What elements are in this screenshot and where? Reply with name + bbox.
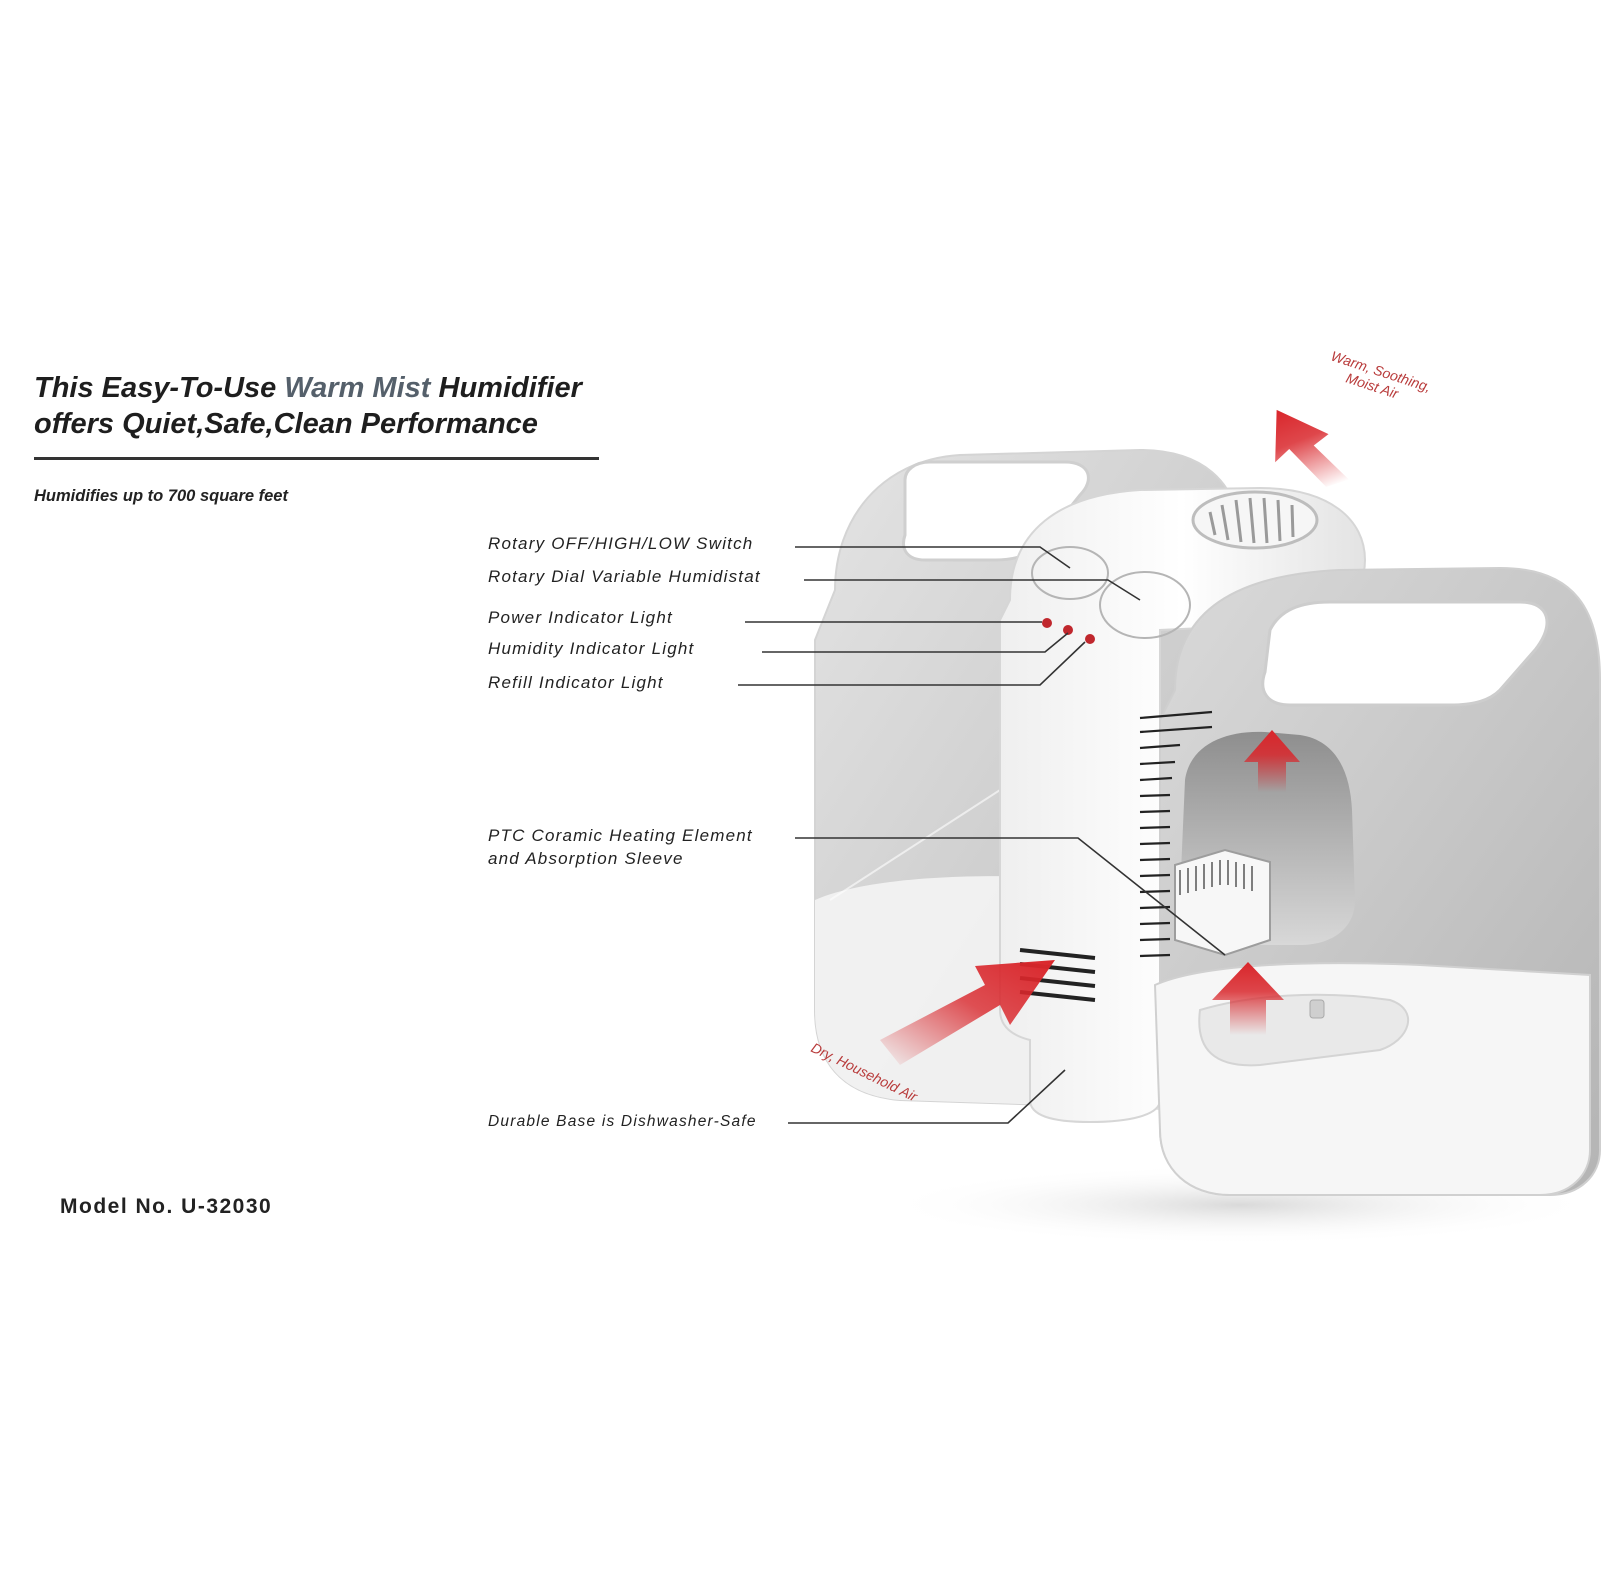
- headline-prefix: This Easy-To-Use: [34, 372, 285, 404]
- headline: This Easy-To-Use Warm Mist Humidifier of…: [34, 370, 654, 442]
- callout-base: Durable Base is Dishwasher-Safe: [488, 1113, 757, 1130]
- right-water-tank: [1139, 566, 1601, 1196]
- callout-refill-light: Refill Indicator Light: [488, 673, 664, 692]
- callout-heating-line1: PTC Coramic Heating Element: [488, 826, 753, 845]
- inner-up-arrow-top: [1244, 730, 1300, 792]
- rotary-switch-dial: [1031, 546, 1109, 600]
- warm-air-out-arrow: [1275, 409, 1350, 487]
- dry-air-in-arrow: [880, 960, 1055, 1065]
- callout-leaders: [738, 546, 1226, 1124]
- power-indicator-light: [1042, 618, 1052, 628]
- coverage-subhead: Humidifies up to 700 square feet: [34, 487, 288, 505]
- model-number: Model No. U-32030: [60, 1195, 273, 1218]
- callout-rotary-switch: Rotary OFF/HIGH/LOW Switch: [488, 534, 754, 553]
- inner-up-arrow-bottom: [1212, 962, 1284, 1035]
- refill-indicator-light: [1085, 634, 1095, 644]
- top-vent: [1191, 490, 1319, 550]
- humidity-indicator-light: [1063, 625, 1073, 635]
- callout-heating-line2: and Absorption Sleeve: [488, 849, 684, 868]
- humidistat-dial: [1099, 571, 1191, 639]
- callout-humidistat: Rotary Dial Variable Humidistat: [488, 567, 761, 586]
- heating-element: [1174, 848, 1271, 957]
- callout-power-light: Power Indicator Light: [488, 608, 673, 627]
- headline-accent: Warm Mist: [284, 372, 431, 404]
- callout-humidity-light: Humidity Indicator Light: [488, 639, 695, 658]
- headline-line2: offers Quiet,Safe,Clean Performance: [34, 408, 538, 440]
- headline-suffix: Humidifier: [430, 372, 582, 404]
- headline-divider: [34, 457, 599, 460]
- center-column: [999, 486, 1367, 1124]
